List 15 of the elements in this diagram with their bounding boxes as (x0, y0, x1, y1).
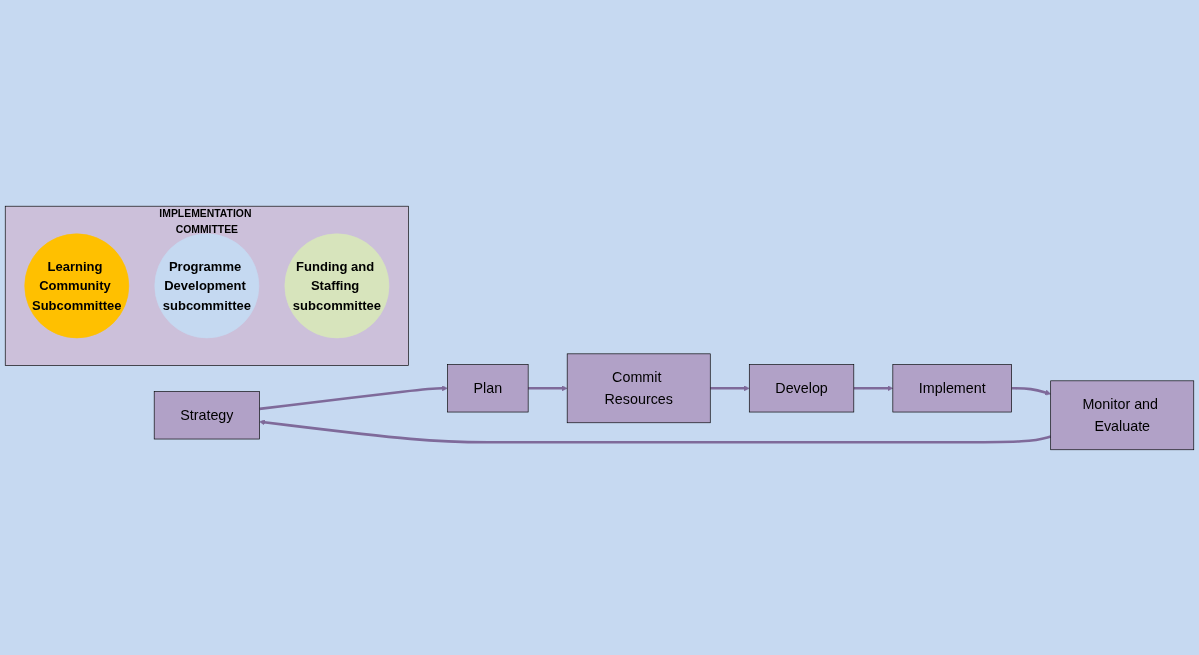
arrow (259, 419, 1052, 444)
node-circle: Funding and Staffing subcommittee (284, 233, 390, 338)
node-box: Strategy (153, 390, 260, 439)
node-box: Plan (447, 363, 529, 412)
node-box: Implement (892, 363, 1012, 412)
node-circle: Learning Community Subcommittee (24, 233, 130, 338)
arrow (528, 384, 568, 391)
node-box: Commit Resources (566, 353, 711, 423)
arrow (1011, 386, 1051, 395)
node-box: Monitor and Evaluate (1050, 380, 1195, 450)
node-circle: Programme Development subcommittee (154, 233, 260, 338)
arrow (259, 384, 448, 410)
arrow (710, 384, 750, 391)
arrow (853, 384, 894, 391)
node-box: Develop (748, 363, 855, 412)
